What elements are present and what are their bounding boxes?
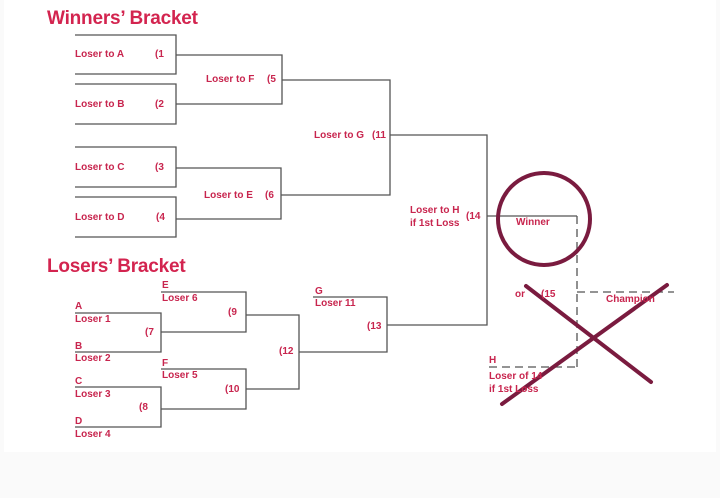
match-8-game-number: (8 — [139, 402, 148, 413]
losers-slot-d-bottom: Loser 4 — [75, 429, 111, 440]
match-14-bracket — [387, 134, 488, 326]
match-1-label: Loser to A — [75, 49, 125, 60]
losers-slot-a-bottom: Loser 1 — [75, 314, 111, 325]
match-1-game-number: (1 — [155, 49, 164, 60]
match-9-bracket — [161, 291, 247, 333]
match-4-game-number: (4 — [156, 212, 165, 223]
losers-slot-f-top: F — [162, 358, 169, 369]
annotation-circle — [496, 171, 592, 267]
bracket-panel — [4, 0, 716, 452]
annotation-cross-stroke-1 — [524, 284, 653, 384]
losers-slot-e-top: E — [162, 280, 169, 291]
match-5-game-number: (5 — [267, 74, 276, 85]
loser-of-14-slot-top: H — [489, 355, 497, 366]
losers-bracket-title: Losers’ Bracket — [47, 256, 186, 277]
losers-slot-f-bottom: Loser 5 — [162, 370, 198, 381]
match-7-game-number: (7 — [145, 327, 154, 338]
match-13-game-number: (13 — [367, 321, 382, 332]
losers-slot-a-top: A — [75, 301, 83, 312]
match-8-bracket — [75, 386, 162, 428]
match-14-game-number: (14 — [466, 211, 481, 222]
winner-label: Winner — [516, 217, 550, 228]
match-2-label: Loser to B — [75, 99, 125, 110]
losers-slot-c-top: C — [75, 376, 83, 387]
match-12-game-number: (12 — [279, 346, 294, 357]
match-14-label-line2: if 1st Loss — [410, 218, 460, 229]
match-6-bracket — [176, 167, 282, 220]
match-6-game-number: (6 — [265, 190, 274, 201]
match-3-label: Loser to C — [75, 162, 125, 173]
match-13-bracket — [299, 296, 388, 353]
match-3-game-number: (3 — [155, 162, 164, 173]
match-2-game-number: (2 — [155, 99, 164, 110]
loser-of-14-line1: Loser of 14 — [489, 371, 543, 382]
match-5-label: Loser to F — [206, 74, 255, 85]
match-10-game-number: (10 — [225, 384, 240, 395]
winners-bracket-title: Winners’ Bracket — [47, 8, 198, 29]
losers-slot-b-top: B — [75, 341, 83, 352]
annotation-cross-stroke-2 — [500, 283, 669, 406]
losers-slot-e-bottom: Loser 6 — [162, 293, 198, 304]
losers-slot-d-top: D — [75, 416, 83, 427]
losers-slot-b-bottom: Loser 2 — [75, 353, 111, 364]
match-3-bracket — [75, 146, 177, 188]
losers-slot-g-top: G — [315, 286, 323, 297]
match-11-bracket — [281, 79, 391, 196]
match-11-game-number: (11 — [372, 130, 386, 141]
match-4-label: Loser to D — [75, 212, 125, 223]
losers-slot-c-bottom: Loser 3 — [75, 389, 111, 400]
match-4-bracket — [75, 196, 177, 238]
losers-slot-g-bottom: Loser 11 — [315, 298, 356, 309]
loser-of-14-line2: if 1st Loss — [489, 384, 539, 395]
match-9-game-number: (9 — [228, 307, 237, 318]
match-6-label: Loser to E — [204, 190, 253, 201]
or-label: or — [515, 289, 525, 300]
match-14-label-line1: Loser to H — [410, 205, 460, 216]
match-15-game-number: (15 — [541, 289, 556, 300]
match-11-label: Loser to G — [314, 130, 365, 141]
champion-label: Champion — [606, 294, 655, 305]
